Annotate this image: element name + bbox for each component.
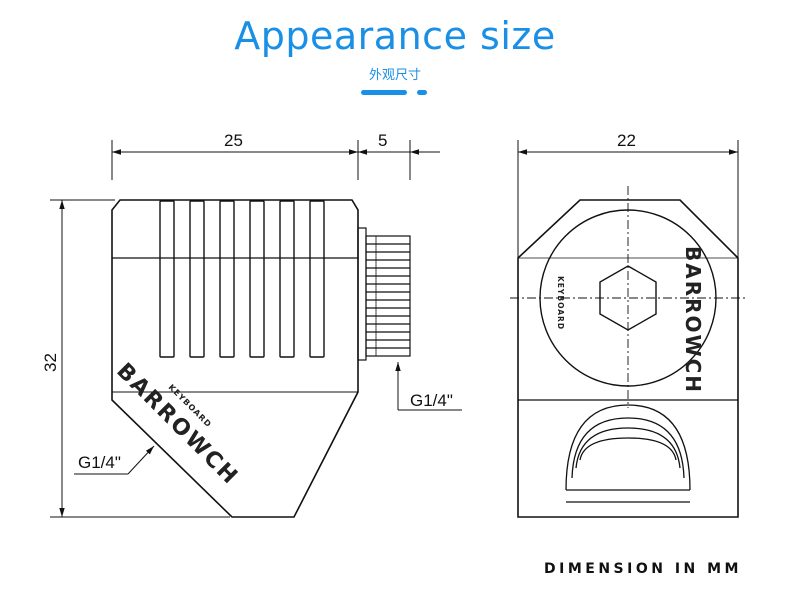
page-title: Appearance size [234,14,556,58]
thread-stub [357,227,411,361]
dim-label-height: 32 [41,353,60,372]
dim-label-thread-bottom: G1/4" [78,453,121,472]
side-view [111,199,411,518]
bottom-port [565,404,691,503]
front-logo-text: BARROWCH [681,246,705,394]
accent-bar-short [417,90,427,95]
page-subtitle: 外观尺寸 [368,68,421,83]
front-sublogo-text: KEYBOARD [556,276,565,330]
dim-label-body-length: 25 [224,131,243,150]
front-centerlines [510,186,746,408]
cooling-fins [159,200,325,358]
dim-label-thread-length: 5 [378,131,387,150]
side-dimensions [50,140,462,518]
units-note: DIMENSION IN MM [544,561,742,577]
side-view-body-outline [111,199,359,518]
dim-label-thread-side: G1/4" [410,391,453,410]
dim-label-width: 22 [617,131,636,150]
accent-bar-long [361,90,407,95]
front-dimensions [517,140,739,258]
